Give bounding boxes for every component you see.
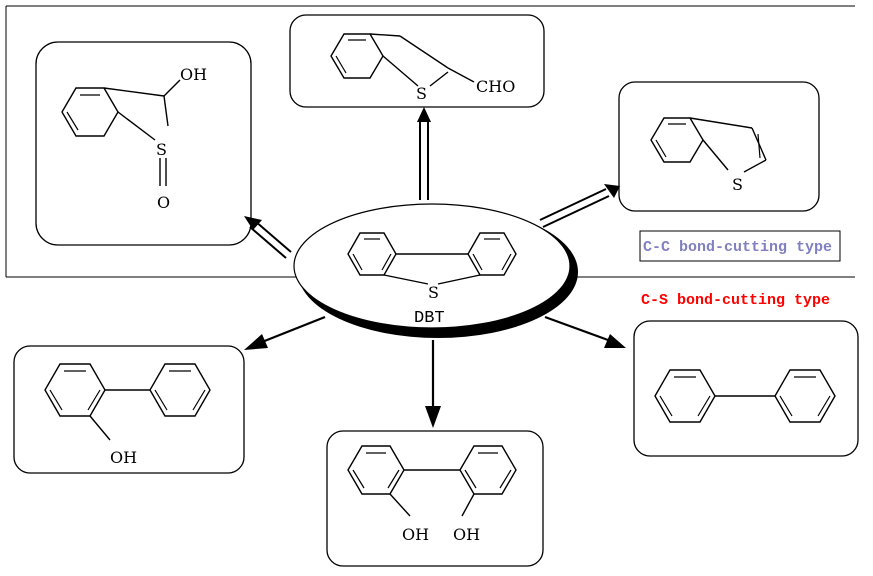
arrow-to-aldehyde bbox=[417, 107, 431, 200]
product-box-aldehyde bbox=[289, 14, 545, 108]
cs-type-label: C-S bond-cutting type bbox=[641, 292, 830, 309]
cc-type-label: C-C bond-cutting type bbox=[643, 239, 832, 256]
molecule-dihydroxybiphenyl: OH OH bbox=[347, 445, 517, 544]
arrow-to-benzothiophene bbox=[539, 184, 620, 228]
arrow-to-dihydroxybiphenyl bbox=[425, 340, 441, 428]
oxidized-hydroxy-sulfur: S bbox=[156, 140, 167, 159]
dbt-label: DBT bbox=[414, 309, 445, 328]
cc-region-frame bbox=[5, 5, 855, 278]
arrow-to-oxidized-hydroxy bbox=[244, 216, 292, 259]
hydroxybiphenyl-oh: OH bbox=[110, 448, 137, 467]
aldehyde-group: CHO bbox=[476, 77, 515, 96]
dbt-center: S DBT bbox=[293, 203, 578, 338]
dihydroxybiphenyl-oh-2: OH bbox=[453, 525, 480, 544]
molecule-hydroxybiphenyl: OH bbox=[44, 363, 211, 467]
oxidized-hydroxy-oh: OH bbox=[180, 65, 207, 84]
product-box-hydroxybiphenyl bbox=[13, 345, 245, 474]
arrow-to-hydroxybiphenyl bbox=[244, 315, 326, 350]
product-box-dihydroxybiphenyl bbox=[326, 430, 544, 567]
arrow-to-biphenyl bbox=[544, 315, 626, 348]
molecule-biphenyl bbox=[654, 369, 836, 423]
dbt-sulfur-atom: S bbox=[428, 283, 439, 302]
molecule-oxidized-hydroxy: OH S O bbox=[61, 65, 207, 212]
benzothiophene-sulfur: S bbox=[732, 175, 743, 194]
oxidized-hydroxy-oxygen: O bbox=[157, 193, 170, 212]
molecule-aldehyde: S CHO bbox=[330, 33, 515, 103]
aldehyde-sulfur: S bbox=[416, 84, 427, 103]
product-box-oxidized-hydroxy bbox=[35, 41, 252, 246]
dihydroxybiphenyl-oh-1: OH bbox=[402, 525, 429, 544]
product-box-benzothiophene bbox=[618, 81, 820, 212]
product-box-biphenyl bbox=[633, 320, 859, 457]
molecule-benzothiophene: S bbox=[650, 117, 767, 194]
cc-type-label-box bbox=[639, 230, 841, 262]
